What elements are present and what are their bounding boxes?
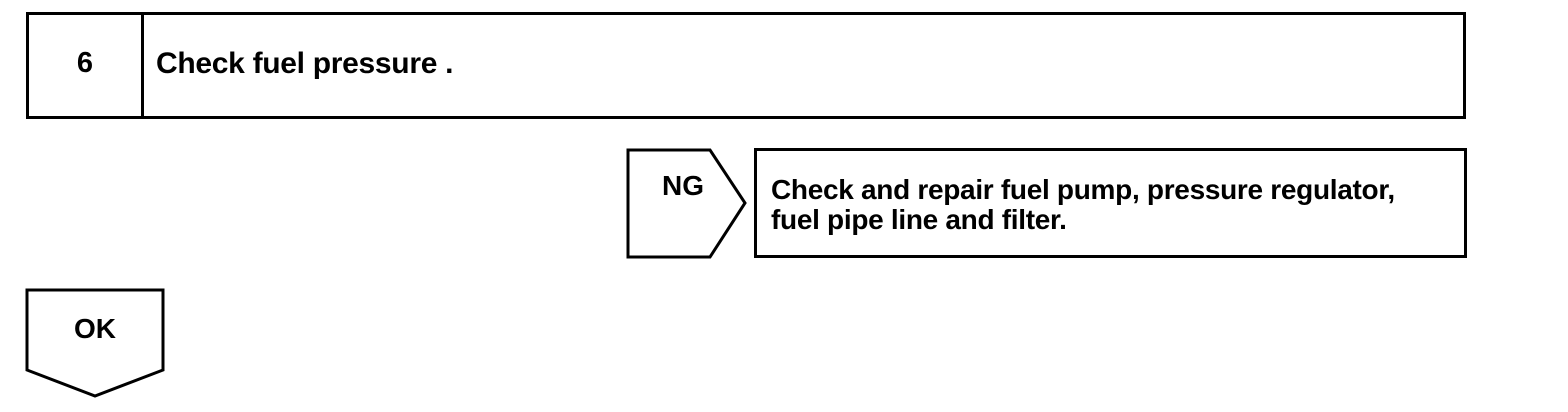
step-title: Check fuel pressure .	[156, 46, 454, 80]
ng-arrow-shape	[626, 148, 747, 259]
ok-arrow-shape	[25, 288, 165, 398]
ng-label: NG	[662, 170, 704, 201]
ng-action-line-2: fuel pipe line and filter.	[771, 204, 1067, 235]
step-header-box: 6 Check fuel pressure .	[26, 12, 1466, 119]
ok-label: OK	[74, 313, 116, 344]
ng-action-box: Check and repair fuel pump, pressure reg…	[754, 148, 1467, 258]
step-number: 6	[29, 15, 144, 116]
ng-action-line-1: Check and repair fuel pump, pressure reg…	[771, 174, 1395, 205]
